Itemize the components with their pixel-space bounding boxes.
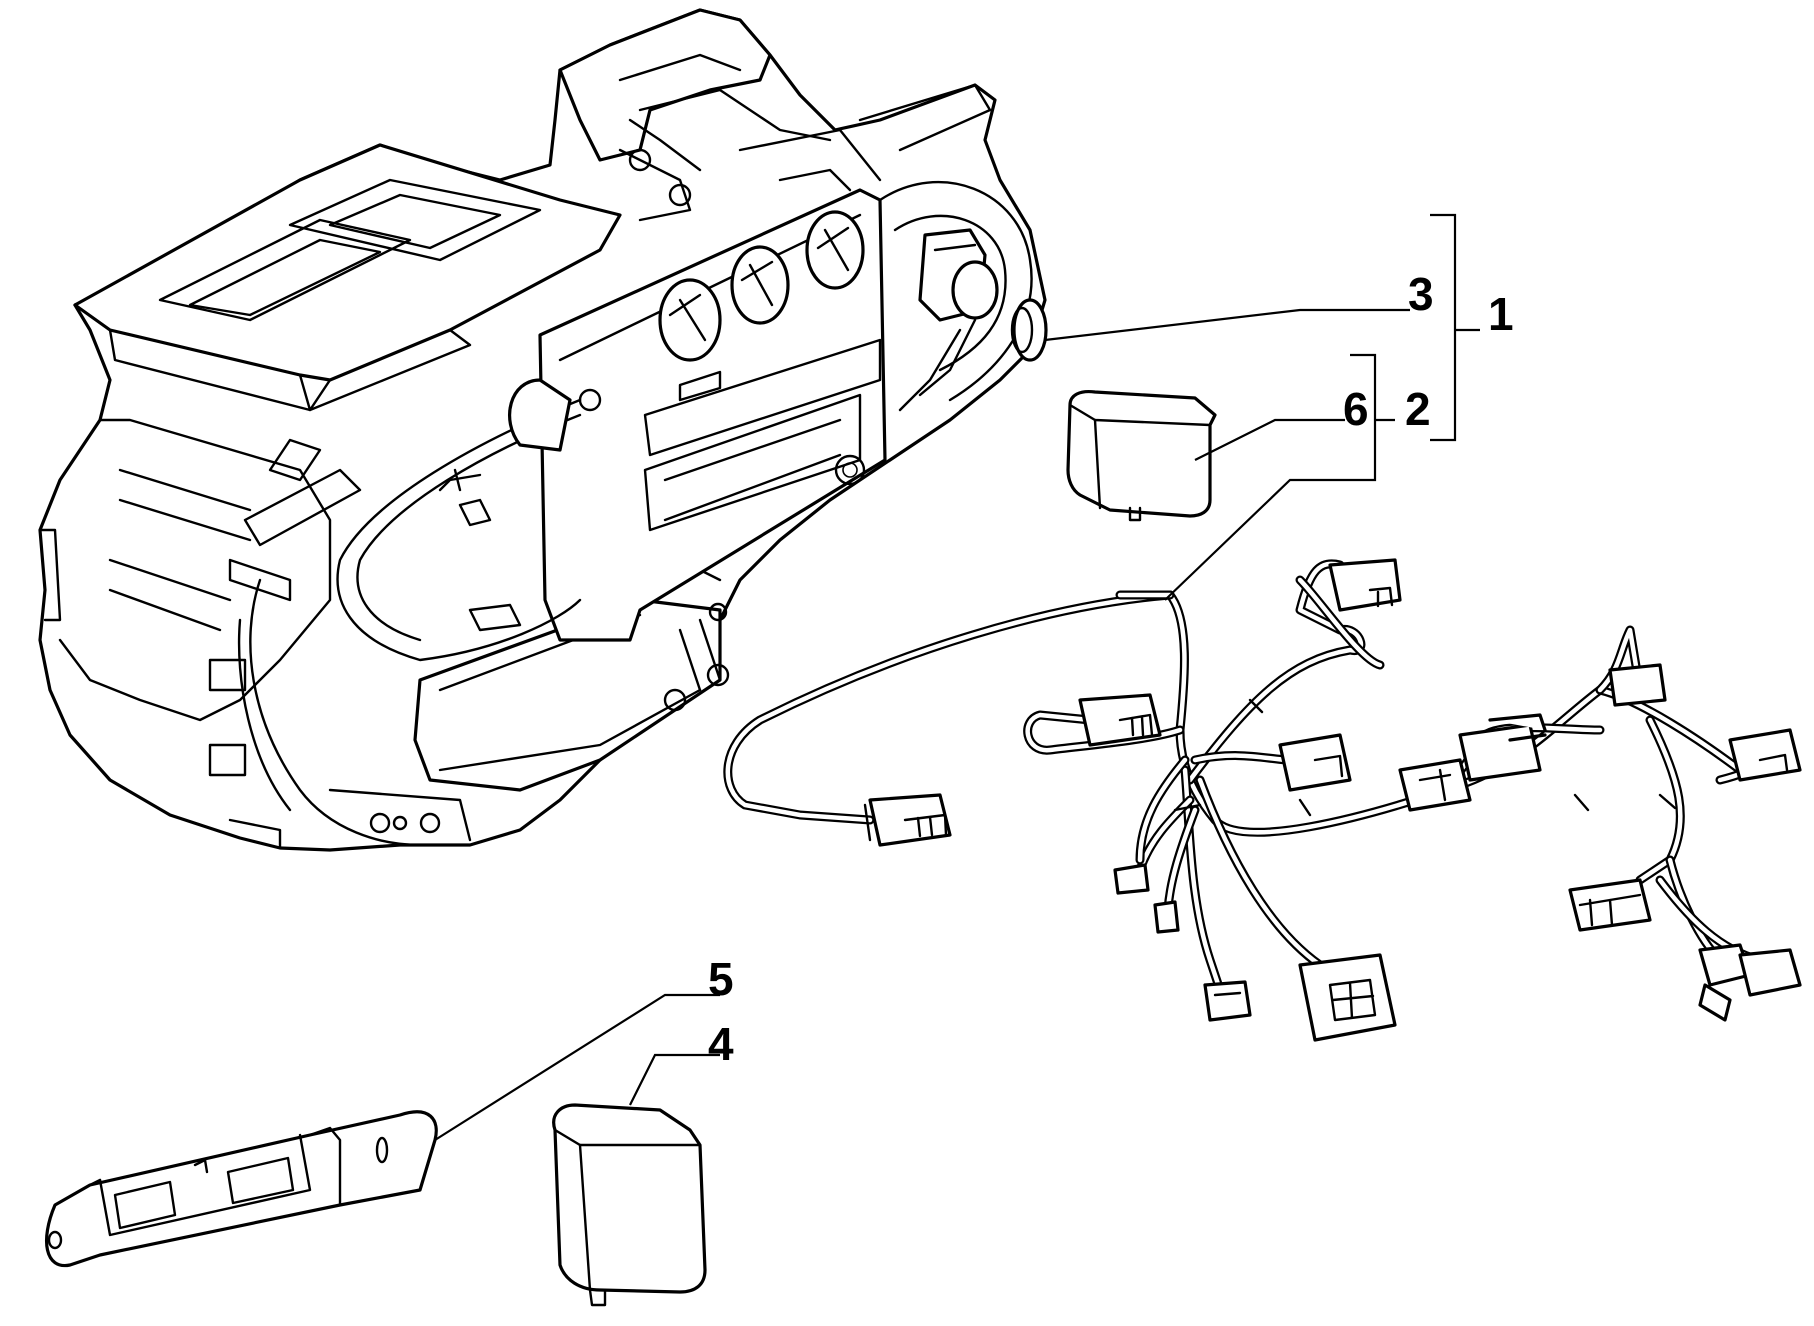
wiring-harness [723, 558, 1802, 1042]
callout-leaders [434, 213, 1480, 1141]
callout-4: 4 [708, 1018, 734, 1070]
callout-1: 1 [1488, 288, 1514, 340]
callout-3: 3 [1408, 268, 1434, 320]
callout-5: 5 [708, 953, 734, 1005]
heater-unit-assembly [38, 8, 1048, 852]
callout-labels: 1 2 3 4 5 6 [708, 268, 1514, 1070]
relay-lower [552, 1103, 707, 1307]
mounting-bracket [45, 1110, 438, 1268]
callout-6: 6 [1343, 383, 1369, 435]
callout-2: 2 [1405, 383, 1431, 435]
relay-upper [1066, 389, 1217, 522]
